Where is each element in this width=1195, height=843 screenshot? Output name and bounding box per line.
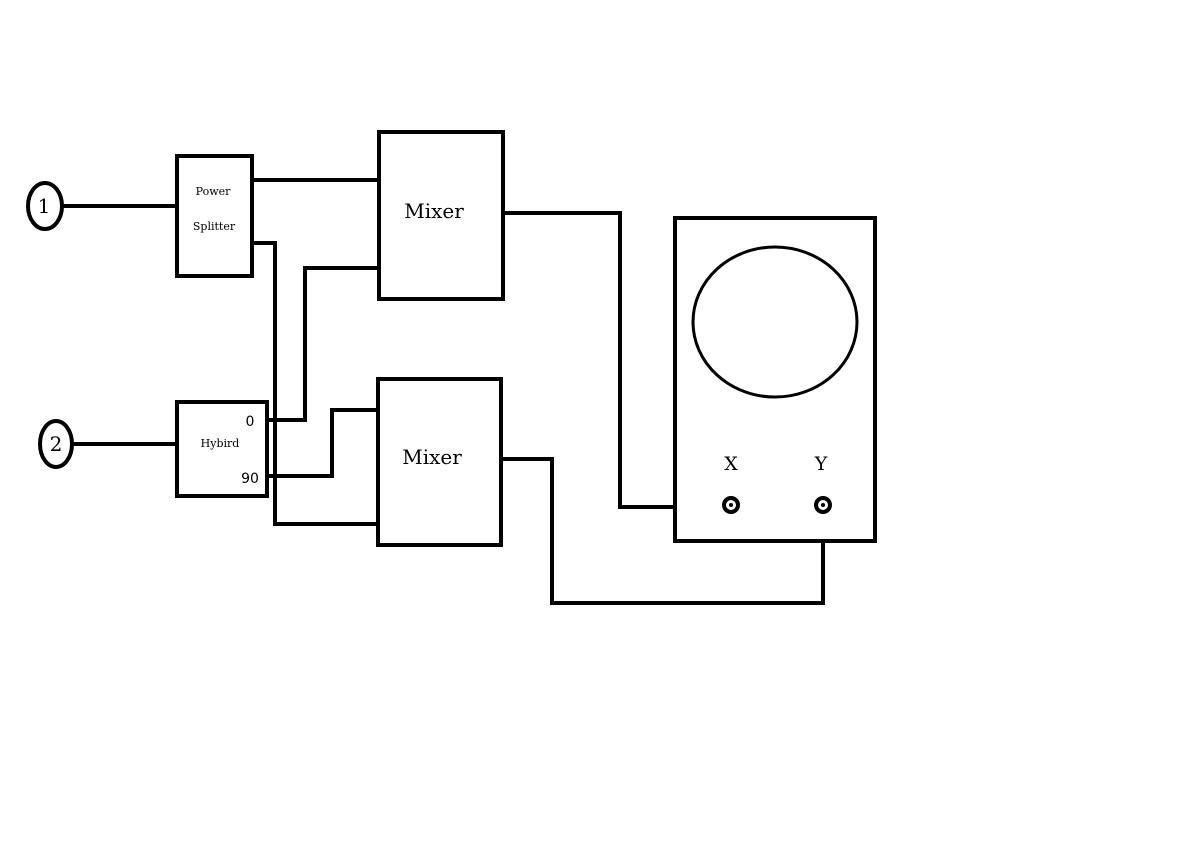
mixer-bottom-box xyxy=(376,377,503,547)
wire-mixer-top-to-scope-x xyxy=(501,211,727,509)
input-1: 1 xyxy=(26,181,64,231)
input-1-label: 1 xyxy=(38,194,51,218)
hybrid-port-90-label: 90 xyxy=(241,471,259,487)
power-splitter-box xyxy=(175,154,254,278)
oscilloscope-y-label: Y xyxy=(814,453,828,475)
wires xyxy=(60,178,825,605)
power-splitter: Power Splitter xyxy=(175,154,254,278)
hybrid: Hybird 0 90 xyxy=(175,400,269,498)
y-terminal-inner xyxy=(821,503,825,507)
wire-splitter-to-mixer-bottom xyxy=(250,241,381,526)
input-2-circle xyxy=(38,419,74,469)
x-terminal-inner xyxy=(729,503,733,507)
input-2: 2 xyxy=(38,419,74,469)
wire-hybrid0-to-mixer-top xyxy=(265,266,383,422)
oscilloscope-x-terminal xyxy=(722,496,740,514)
mixer-bottom-label: Mixer xyxy=(402,445,462,469)
power-splitter-label-line2: Splitter xyxy=(193,220,236,233)
oscilloscope-y-terminal xyxy=(814,496,832,514)
input-1-circle xyxy=(26,181,64,231)
oscilloscope-x-label: X xyxy=(724,453,738,475)
input-2-label: 2 xyxy=(50,432,63,456)
oscilloscope: X Y xyxy=(673,216,877,543)
wire-mixer-bottom-to-scope-y xyxy=(499,457,825,605)
hybrid-label: Hybird xyxy=(201,437,240,450)
mixer-top-label: Mixer xyxy=(404,199,464,223)
mixer-top-box xyxy=(377,130,505,301)
power-splitter-label-line1: Power xyxy=(196,185,232,198)
oscilloscope-screen xyxy=(691,245,859,399)
mixer-bottom: Mixer xyxy=(376,377,503,547)
hybrid-port-0-label: 0 xyxy=(246,414,255,430)
wire-hybrid90-to-mixer-bottom xyxy=(265,408,383,478)
hybrid-box xyxy=(175,400,269,498)
mixer-top: Mixer xyxy=(377,130,505,301)
